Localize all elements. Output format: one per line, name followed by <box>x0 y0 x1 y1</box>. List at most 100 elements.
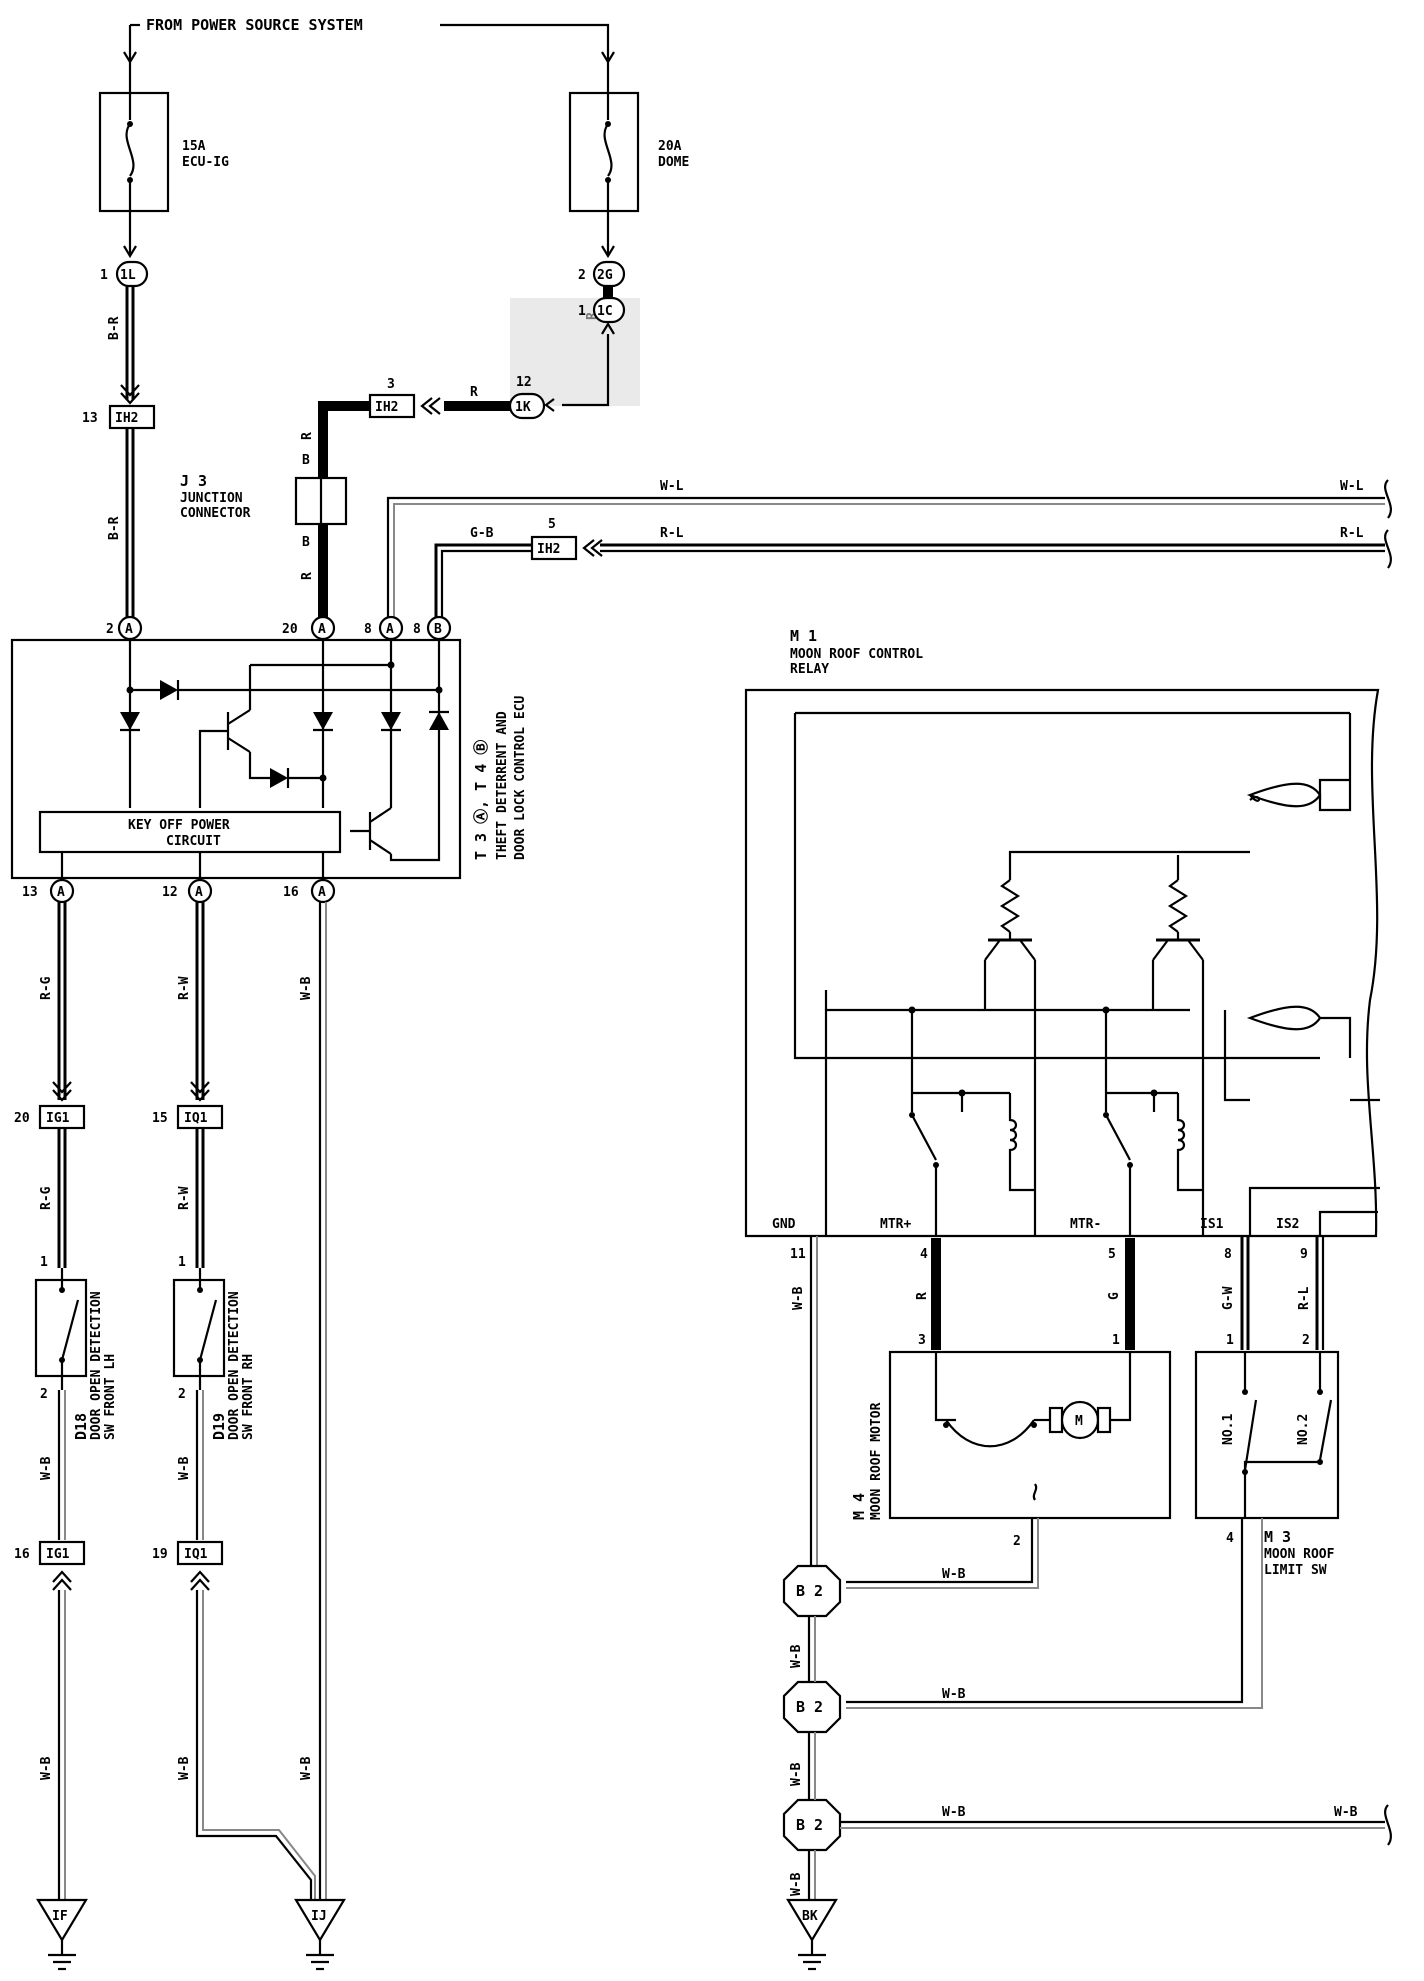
conn-ih2-3-pin: 3 <box>387 377 395 392</box>
limit-pin-2: 2 <box>1302 1333 1310 1348</box>
wire-wb-rh2: W-B <box>177 1756 192 1780</box>
wire-rg-1: R-G <box>39 976 54 1000</box>
br-feed: 1L 1 B-R IH2 13 B-R <box>82 245 156 620</box>
ground-ij: IJ <box>294 1898 346 1971</box>
wire-rg-2: R-G <box>39 1186 54 1210</box>
ecu-bot-pin-2-tag: A <box>195 885 203 900</box>
ecu-name1: THEFT DETERRENT AND <box>495 711 510 860</box>
conn-ig1-20-id: IG1 <box>46 1111 70 1126</box>
fuse-dome: 20A DOME <box>568 62 689 255</box>
relay-pin-5: 5 <box>1108 1247 1116 1262</box>
wire-wb-s23: W-B <box>789 1762 804 1786</box>
wire-wb-lh2: W-B <box>39 1756 54 1780</box>
conn-ih2-5-pin: 5 <box>548 517 556 532</box>
relay-term-is2: IS2 <box>1276 1217 1299 1232</box>
ecu-id: T 3 Ⓐ, T 4 Ⓑ <box>472 740 490 860</box>
splice-2: B 2 <box>782 1680 842 1734</box>
wire-wb-lh1: W-B <box>39 1456 54 1480</box>
ground-bk-label: BK <box>802 1909 818 1924</box>
limit-pin-1: 1 <box>1226 1333 1234 1348</box>
motor-pin-2: 2 <box>1013 1534 1021 1549</box>
splice-links: W-B W-B W-B W-B W-B <box>789 1616 1392 1900</box>
ecu-bot-pin-3-tag: A <box>318 885 326 900</box>
fuse-2-name: DOME <box>658 155 689 170</box>
ecu-top-pin-3-tag: A <box>386 622 394 637</box>
wire-wl-right: W-L <box>1340 479 1364 494</box>
d18-name1: DOOR OPEN DETECTION <box>89 1291 104 1440</box>
power-source-line: FROM POWER SOURCE SYSTEM <box>123 16 615 65</box>
wire-wl-mid: W-L <box>660 479 684 494</box>
d18-id: D18 <box>72 1413 90 1440</box>
wire-g-mtr: G <box>1107 1292 1122 1300</box>
relay-id: M 1 <box>790 627 817 645</box>
wire-wb-ground: W-B <box>789 1872 804 1896</box>
wire-rl-right: R-L <box>1340 526 1364 541</box>
limit-name2: LIMIT SW <box>1264 1563 1327 1578</box>
limit-sw1-label: NO.1 <box>1221 1414 1236 1445</box>
ecu-top-pin-2-num: 20 <box>282 622 298 637</box>
conn-ig1-16-pin: 16 <box>14 1547 30 1562</box>
wire-gw: G-W <box>1221 1286 1236 1310</box>
relay-term-mtr-minus: MTR- <box>1070 1217 1101 1232</box>
d19-pin-top: 1 <box>178 1255 186 1270</box>
moon-roof-motor: M M 4 MOON ROOF MOTOR 2 W-B <box>846 1350 1172 1589</box>
junction-name1: JUNCTION <box>180 491 243 506</box>
ecu-16-branch: W-B W-B <box>299 902 327 1900</box>
relay-pin-9: 9 <box>1300 1247 1308 1262</box>
conn-2g-id: 2G <box>597 268 613 283</box>
conn-iq1-15-id: IQ1 <box>184 1111 208 1126</box>
relay-term-gnd: GND <box>772 1217 796 1232</box>
moon-roof-limit-switch: NO.1 NO.2 4 M 3 MOON ROOF LIMIT SW W-B <box>846 1350 1340 1709</box>
wire-r-j3: R <box>300 432 315 440</box>
d19-pin-bot: 2 <box>178 1387 186 1402</box>
conn-ih2-3-id: IH2 <box>375 400 398 415</box>
wire-wb-s3-right: W-B <box>1334 1805 1358 1820</box>
wire-r-j3-bot: R <box>300 572 315 580</box>
junction-id: J 3 <box>180 472 207 490</box>
wire-rw-1: R-W <box>177 976 192 1000</box>
wire-wb-16b: W-B <box>299 1756 314 1780</box>
wire-wb-s3: W-B <box>942 1805 966 1820</box>
conn-ih2-13-id: IH2 <box>115 411 138 426</box>
wire-b-j3-bot: B <box>302 535 310 550</box>
d18-name2: SW FRONT LH <box>103 1354 118 1440</box>
wire-wb-s12: W-B <box>789 1644 804 1668</box>
wire-wb-gnd: W-B <box>791 1286 806 1310</box>
splice-2-label: B 2 <box>796 1698 823 1716</box>
relay-term-is1: IS1 <box>1200 1217 1224 1232</box>
fuse-1-rating: 15A <box>182 139 206 154</box>
wire-r-mtr: R <box>915 1292 930 1300</box>
conn-ig1-16-id: IG1 <box>46 1547 70 1562</box>
relay-outputs: W-B R 3 G 1 G-W 1 R-L 2 <box>791 1236 1325 1600</box>
ecu-top-pin-4-num: 8 <box>413 622 421 637</box>
conn-1k-id: 1K <box>515 400 531 415</box>
left-branch-lh: R-G IG1 20 R-G 1 2 D18 DOOR OPEN DETECTI… <box>14 902 118 1900</box>
motor-pin-3: 3 <box>918 1333 926 1348</box>
ecu-top-pin-3-num: 8 <box>364 622 372 637</box>
ecu-top-pin-4-tag: B <box>434 622 442 637</box>
ecu-bot-pin-1-num: 13 <box>22 885 38 900</box>
wire-gb: G-B <box>470 526 494 541</box>
ground-if-label: IF <box>52 1909 68 1924</box>
conn-ih2-5-id: IH2 <box>537 542 560 557</box>
relay-term-mtr-plus: MTR+ <box>880 1217 911 1232</box>
conn-1c-id: 1C <box>597 304 613 319</box>
wire-r-ih2: R <box>470 385 478 400</box>
conn-1l-pin: 1 <box>100 268 108 283</box>
wire-rl-mid: R-L <box>660 526 684 541</box>
wire-wb-motor: W-B <box>942 1567 966 1582</box>
ecu-circuit-label2: CIRCUIT <box>166 834 221 849</box>
wire-br-1: B-R <box>107 316 122 340</box>
splice-3: B 2 <box>782 1798 842 1852</box>
limit-sw2-label: NO.2 <box>1296 1414 1311 1445</box>
wire-wb-limit: W-B <box>942 1687 966 1702</box>
d18-pin-bot: 2 <box>40 1387 48 1402</box>
conn-1l-id: 1L <box>120 268 136 283</box>
relay-pin-11: 11 <box>790 1247 806 1262</box>
motor-name: MOON ROOF MOTOR <box>869 1402 884 1520</box>
wire-br-2: B-R <box>107 516 122 540</box>
fuse-1-name: ECU-IG <box>182 155 229 170</box>
limit-id: M 3 <box>1264 1528 1291 1546</box>
ecu-top-pin-1-tag: A <box>125 622 133 637</box>
